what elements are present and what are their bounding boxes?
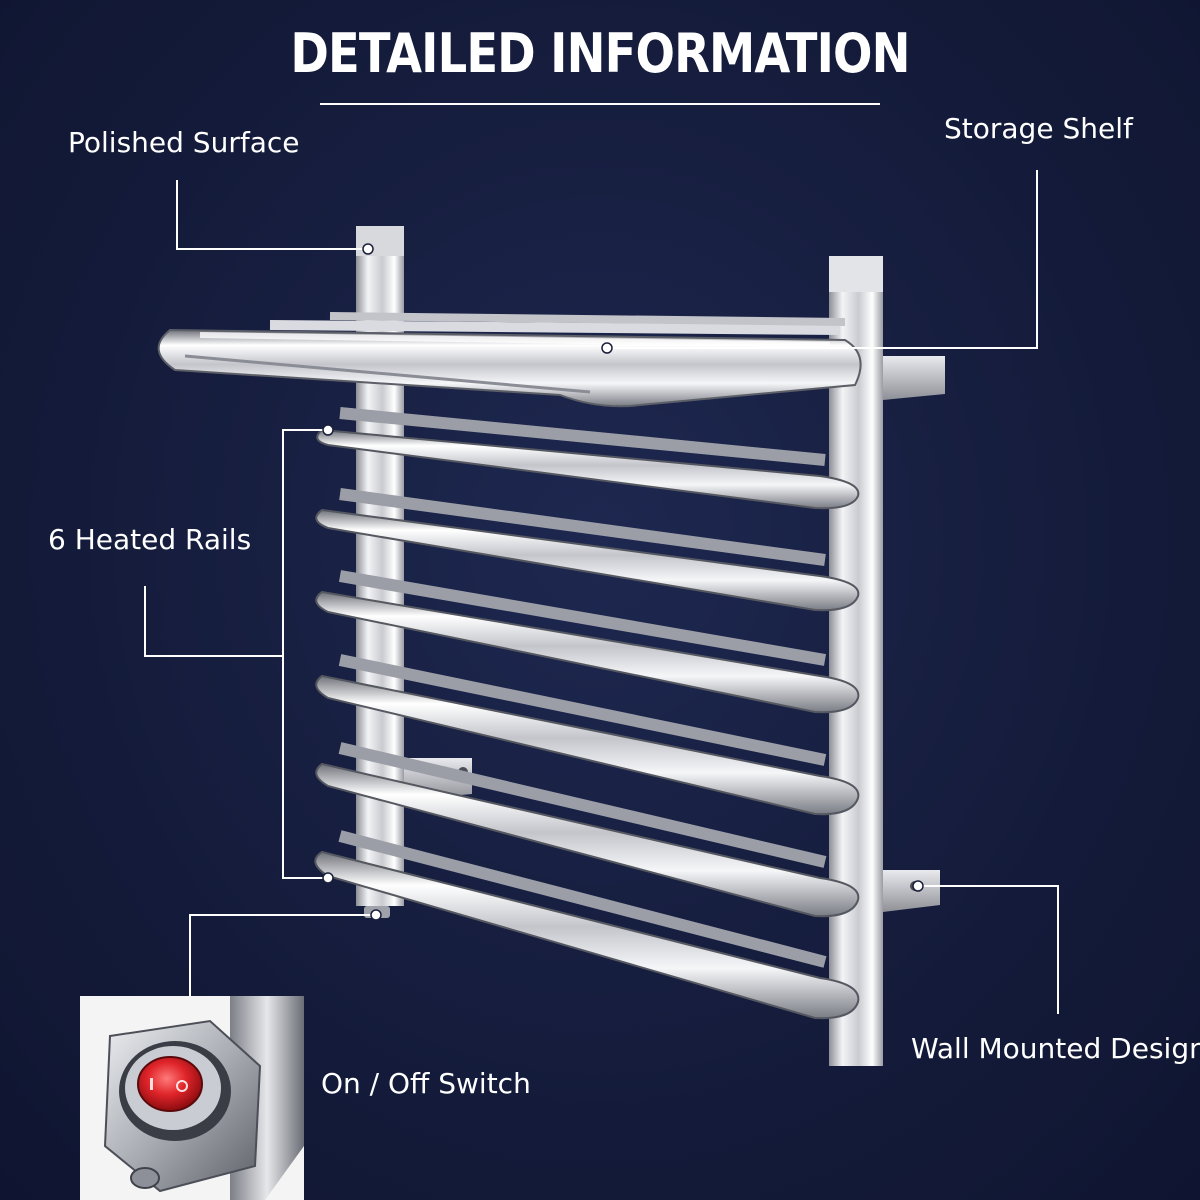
- callout-wall-mounted: Wall Mounted Design: [911, 1032, 1200, 1065]
- page-title: DETAILED INFORMATION: [290, 22, 910, 85]
- callout-polished-surface: Polished Surface: [68, 126, 300, 159]
- callout-on-off-switch: On / Off Switch: [321, 1067, 531, 1100]
- switch-close-up: [80, 996, 304, 1200]
- storage-shelf: [157, 312, 862, 408]
- switch-housing: [364, 906, 390, 918]
- red-rocker-switch-icon: [80, 996, 304, 1200]
- callout-storage-shelf: Storage Shelf: [944, 112, 1133, 145]
- callout-heated-rails: 6 Heated Rails: [48, 523, 252, 556]
- heated-rails: [314, 407, 860, 1020]
